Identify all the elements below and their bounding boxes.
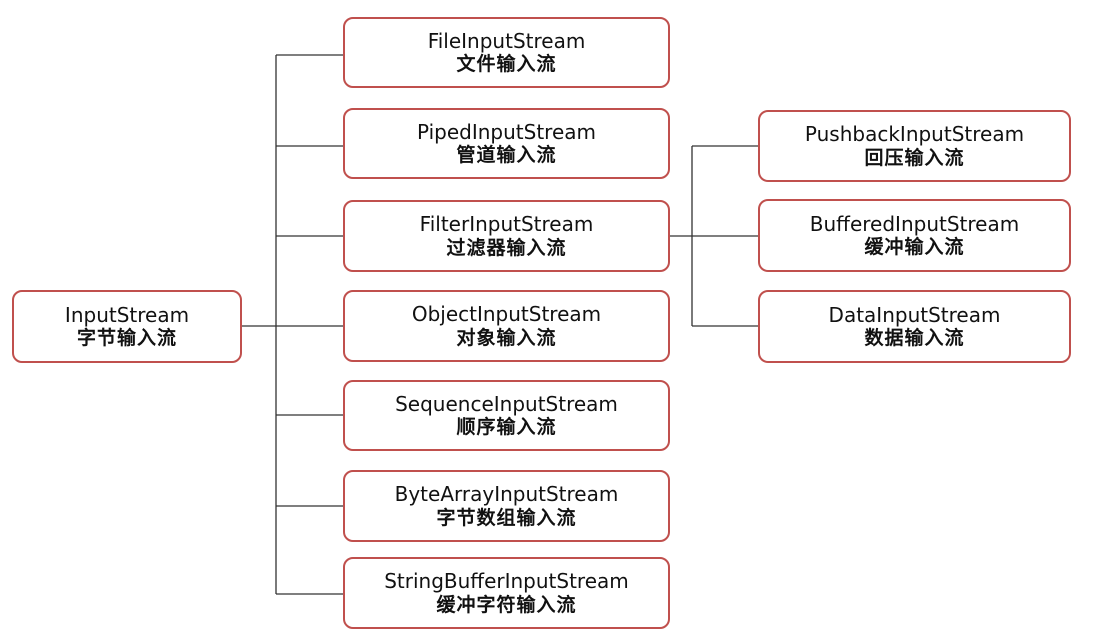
node-pushbackinputstream: PushbackInputStream 回压输入流 [758, 110, 1071, 182]
node-title: FilterInputStream [419, 212, 594, 237]
node-subtitle: 文件输入流 [456, 53, 557, 76]
node-bytearrayinputstream: ByteArrayInputStream 字节数组输入流 [343, 470, 670, 542]
node-title: BufferedInputStream [809, 211, 1020, 236]
node-title: PipedInputStream [416, 119, 597, 144]
node-subtitle: 对象输入流 [456, 326, 557, 349]
node-subtitle: 字节数组输入流 [436, 506, 577, 529]
node-subtitle: 缓冲输入流 [864, 236, 965, 259]
node-subtitle: 管道输入流 [456, 144, 557, 167]
node-subtitle: 缓冲字符输入流 [436, 593, 577, 616]
node-stringbufferinputstream: StringBufferInputStream 缓冲字符输入流 [343, 557, 670, 629]
node-subtitle: 字节输入流 [76, 327, 177, 350]
node-title: StringBufferInputStream [384, 569, 629, 594]
node-subtitle: 过滤器输入流 [446, 236, 567, 259]
node-subtitle: 顺序输入流 [456, 416, 557, 439]
node-title: PushbackInputStream [804, 122, 1025, 147]
node-subtitle: 数据输入流 [864, 327, 965, 350]
node-title: ObjectInputStream [411, 302, 602, 327]
node-title: SequenceInputStream [395, 391, 618, 416]
node-filterinputstream: FilterInputStream 过滤器输入流 [343, 200, 670, 272]
node-pipedinputstream: PipedInputStream 管道输入流 [343, 108, 670, 179]
node-sequenceinputstream: SequenceInputStream 顺序输入流 [343, 380, 670, 451]
node-title: ByteArrayInputStream [394, 482, 619, 507]
node-bufferedinputstream: BufferedInputStream 缓冲输入流 [758, 199, 1071, 272]
node-objectinputstream: ObjectInputStream 对象输入流 [343, 290, 670, 362]
node-title: FileInputStream [427, 28, 586, 53]
node-inputstream: InputStream 字节输入流 [12, 290, 242, 363]
node-title: DataInputStream [828, 302, 1001, 327]
node-datainputstream: DataInputStream 数据输入流 [758, 290, 1071, 363]
node-title: InputStream [64, 302, 190, 327]
node-fileinputstream: FileInputStream 文件输入流 [343, 17, 670, 88]
node-subtitle: 回压输入流 [864, 146, 965, 169]
